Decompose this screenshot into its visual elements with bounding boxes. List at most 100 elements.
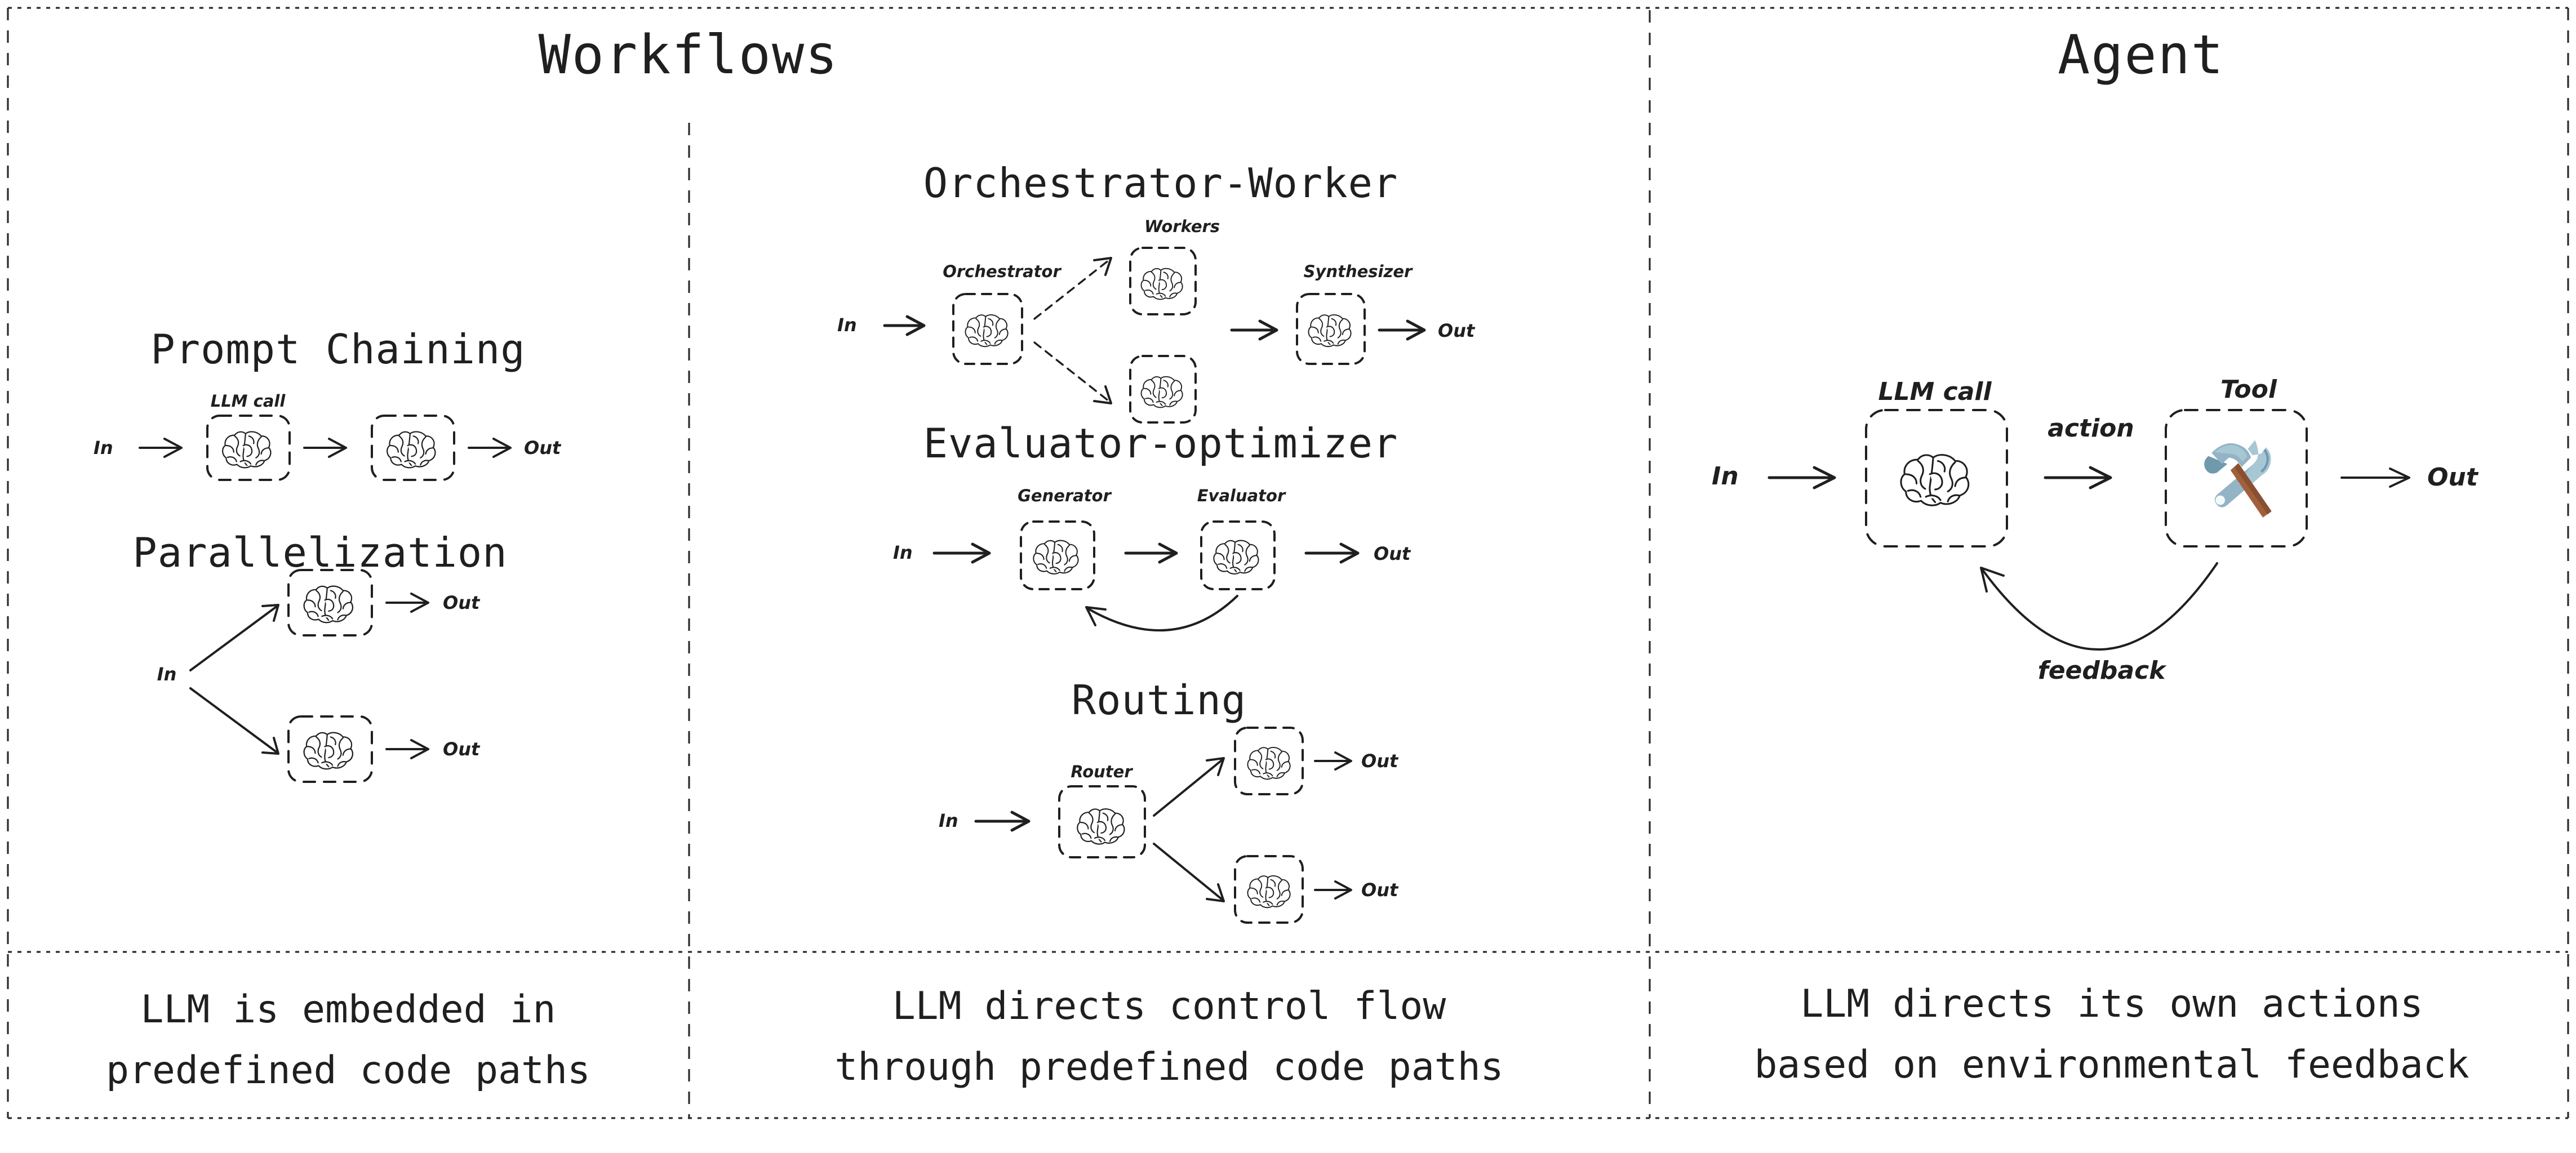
route-node-top bbox=[1234, 727, 1304, 795]
hammer-and-wrench-icon bbox=[2204, 440, 2271, 518]
agent-in-label: In bbox=[1712, 462, 1739, 491]
routing-out-top: Out bbox=[1361, 750, 1399, 772]
arrowhead-worker-top bbox=[1093, 257, 1112, 276]
generator-label: Generator bbox=[1018, 486, 1112, 505]
orchestrator-out-label: Out bbox=[1438, 320, 1476, 341]
arrow-to-synthesizer bbox=[1230, 319, 1278, 341]
brain-icon bbox=[303, 732, 354, 770]
arrow-between bbox=[303, 438, 347, 458]
routing-out-bottom: Out bbox=[1361, 879, 1399, 901]
synthesizer-node bbox=[1296, 293, 1366, 365]
routing-title: Routing bbox=[1072, 676, 1246, 724]
agent-llm-call-node bbox=[1865, 409, 2008, 547]
arrow-out bbox=[468, 438, 512, 458]
synthesizer-label: Synthesizer bbox=[1304, 262, 1413, 281]
prompt-chaining-in-label: In bbox=[94, 437, 113, 458]
arrow-out bbox=[2340, 468, 2410, 488]
prompt-chaining-title: Prompt Chaining bbox=[150, 326, 525, 373]
outer-frame bbox=[7, 7, 2569, 1119]
brain-icon bbox=[221, 431, 272, 469]
brain-icon bbox=[1140, 376, 1183, 408]
caption-left-line2: predefined code paths bbox=[106, 1048, 590, 1093]
arrowhead-worker-bottom bbox=[1093, 385, 1112, 404]
orchestrator-worker-title: Orchestrator-Worker bbox=[923, 159, 1398, 207]
arrow-action bbox=[2044, 466, 2112, 489]
llm-call-label: LLM call bbox=[211, 391, 286, 411]
arrow-in bbox=[974, 811, 1031, 832]
evaluator-optimizer-title: Evaluator-optimizer bbox=[923, 420, 1398, 467]
agent-title: Agent bbox=[2058, 24, 2224, 86]
arrow-in bbox=[883, 315, 926, 336]
pattern-prompt-chaining: Prompt Chaining LLM call In Out bbox=[94, 326, 562, 481]
caption-left-line1: LLM is embedded in bbox=[141, 987, 556, 1032]
pattern-agent: LLM call Tool action feedback In Out bbox=[1712, 375, 2479, 685]
caption-right-line1: LLM directs its own actions bbox=[1800, 982, 2423, 1026]
worker-node-bottom bbox=[1129, 355, 1197, 424]
evaluator-out-label: Out bbox=[1374, 543, 1411, 564]
pattern-routing: Routing Router In Out Out bbox=[939, 676, 1399, 924]
brain-icon bbox=[1900, 453, 1970, 506]
agent-feedback-label: feedback bbox=[2038, 656, 2168, 685]
arrow-out-top bbox=[385, 593, 429, 613]
agent-feedback-arrowhead bbox=[1980, 567, 2005, 593]
brain-icon bbox=[1308, 314, 1352, 348]
pattern-evaluator-optimizer: Evaluator-optimizer Generator Evaluator … bbox=[893, 420, 1411, 632]
parallelization-title: Parallelization bbox=[132, 529, 507, 576]
generator-node bbox=[1020, 520, 1095, 590]
router-label: Router bbox=[1071, 762, 1133, 781]
agent-tool-label: Tool bbox=[2220, 375, 2277, 404]
arrow-out-top bbox=[1314, 751, 1352, 771]
brain-icon bbox=[1213, 540, 1259, 575]
brain-icon bbox=[1247, 875, 1291, 909]
evaluator-label: Evaluator bbox=[1197, 486, 1286, 505]
orchestrator-in-label: In bbox=[837, 314, 857, 336]
orchestrator-label: Orchestrator bbox=[943, 262, 1062, 281]
agent-out-label: Out bbox=[2427, 463, 2479, 492]
arrow-route-up bbox=[1153, 757, 1225, 817]
arrow-out bbox=[1378, 319, 1426, 341]
agent-action-label: action bbox=[2048, 414, 2134, 443]
route-node-bottom bbox=[1234, 855, 1304, 924]
arrow-out-bottom bbox=[1314, 880, 1352, 900]
arrow-generator-to-evaluator bbox=[1124, 542, 1178, 564]
worker-node-top bbox=[1129, 247, 1197, 315]
brain-icon bbox=[965, 314, 1009, 348]
agent-feedback-curve bbox=[1982, 562, 2218, 651]
arrow-out bbox=[1304, 542, 1360, 564]
arrow-in bbox=[1767, 466, 1836, 489]
llm-call-node-1 bbox=[206, 415, 291, 481]
pattern-parallelization: Parallelization In Out Out bbox=[132, 529, 507, 783]
llm-call-node-2 bbox=[371, 415, 455, 481]
caption-middle-line1: LLM directs control flow bbox=[892, 984, 1446, 1029]
prompt-chaining-out-label: Out bbox=[524, 437, 562, 458]
arrow-in bbox=[139, 438, 183, 458]
routing-in-label: In bbox=[939, 810, 958, 831]
agent-tool-node bbox=[2165, 409, 2308, 547]
parallelization-in-label: In bbox=[157, 664, 177, 685]
brain-icon bbox=[1140, 268, 1183, 300]
brain-icon bbox=[1076, 808, 1125, 845]
caption-right-line2: based on environmental feedback bbox=[1754, 1043, 2469, 1087]
arrow-route-down bbox=[1153, 843, 1225, 902]
arrow-out-bottom bbox=[385, 739, 429, 759]
arrow-in bbox=[932, 542, 991, 564]
parallelization-out-bottom: Out bbox=[443, 738, 481, 760]
parallel-node-bottom bbox=[287, 715, 373, 783]
agent-llm-call-label: LLM call bbox=[1878, 377, 1992, 406]
pattern-orchestrator-worker: Orchestrator-Worker Workers Orchestrator… bbox=[837, 159, 1476, 424]
parallel-node-top bbox=[287, 569, 373, 636]
arrow-split-up bbox=[189, 604, 279, 671]
evaluator-node bbox=[1200, 520, 1276, 590]
workers-label: Workers bbox=[1144, 217, 1220, 236]
brain-icon bbox=[1033, 540, 1079, 575]
evaluator-in-label: In bbox=[893, 542, 913, 563]
feedback-curve bbox=[1086, 595, 1238, 632]
arrow-split-down bbox=[189, 687, 279, 755]
brain-icon bbox=[303, 585, 354, 624]
captions-row: LLM is embedded in predefined code paths… bbox=[106, 982, 2469, 1093]
brain-icon bbox=[386, 431, 436, 469]
workflows-title: Workflows bbox=[539, 24, 839, 86]
parallelization-out-top: Out bbox=[443, 592, 481, 613]
